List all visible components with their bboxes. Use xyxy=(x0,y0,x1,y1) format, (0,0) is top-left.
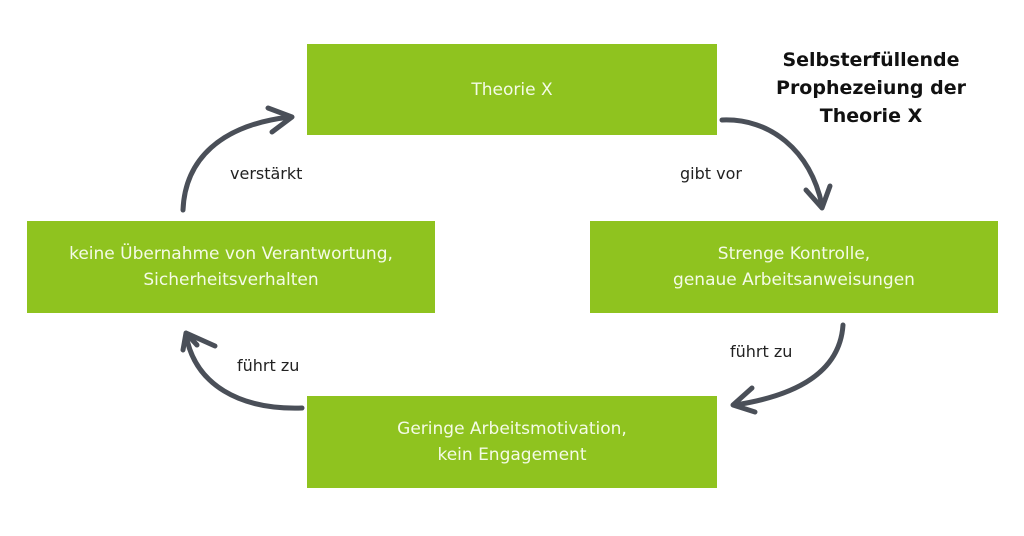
node-text-line-1: keine Übernahme von Verantwortung, xyxy=(69,244,393,264)
edge-label-fuehrt-zu-left: führt zu xyxy=(237,356,300,375)
node-text-line-2: kein Engagement xyxy=(437,445,587,465)
node-text-line-2: Sicherheitsverhalten xyxy=(143,270,319,290)
node-theorie-x: Theorie X xyxy=(307,44,717,135)
title-line-1: Selbsterfüllende xyxy=(782,49,960,71)
node-text-line-1: Strenge Kontrolle, xyxy=(717,244,871,264)
node-text-line-1: Geringe Arbeitsmotivation, xyxy=(397,419,627,439)
arrow-right-to-bottom xyxy=(730,322,846,415)
arrow-left-to-top xyxy=(180,105,295,213)
arrow-bottom-to-left xyxy=(180,330,305,411)
node-text-line-2: genaue Arbeitsanweisungen xyxy=(673,270,915,290)
title-line-2: Prophezeiung der xyxy=(776,77,966,99)
node-text: Theorie X xyxy=(471,79,553,100)
diagram-title: Selbsterfüllende Prophezeiung der Theori… xyxy=(752,46,990,130)
arrow-top-to-right xyxy=(719,117,833,211)
node-keine-verantwortung: keine Übernahme von Verantwortung, Siche… xyxy=(27,221,435,313)
node-geringe-motivation: Geringe Arbeitsmotivation, kein Engageme… xyxy=(307,396,717,488)
edge-label-fuehrt-zu-right: führt zu xyxy=(730,342,793,361)
edge-label-gibt-vor: gibt vor xyxy=(680,164,742,183)
node-strenge-kontrolle: Strenge Kontrolle, genaue Arbeitsanweisu… xyxy=(590,221,998,313)
edge-label-verstaerkt: verstärkt xyxy=(230,164,303,183)
title-line-3: Theorie X xyxy=(819,105,923,127)
